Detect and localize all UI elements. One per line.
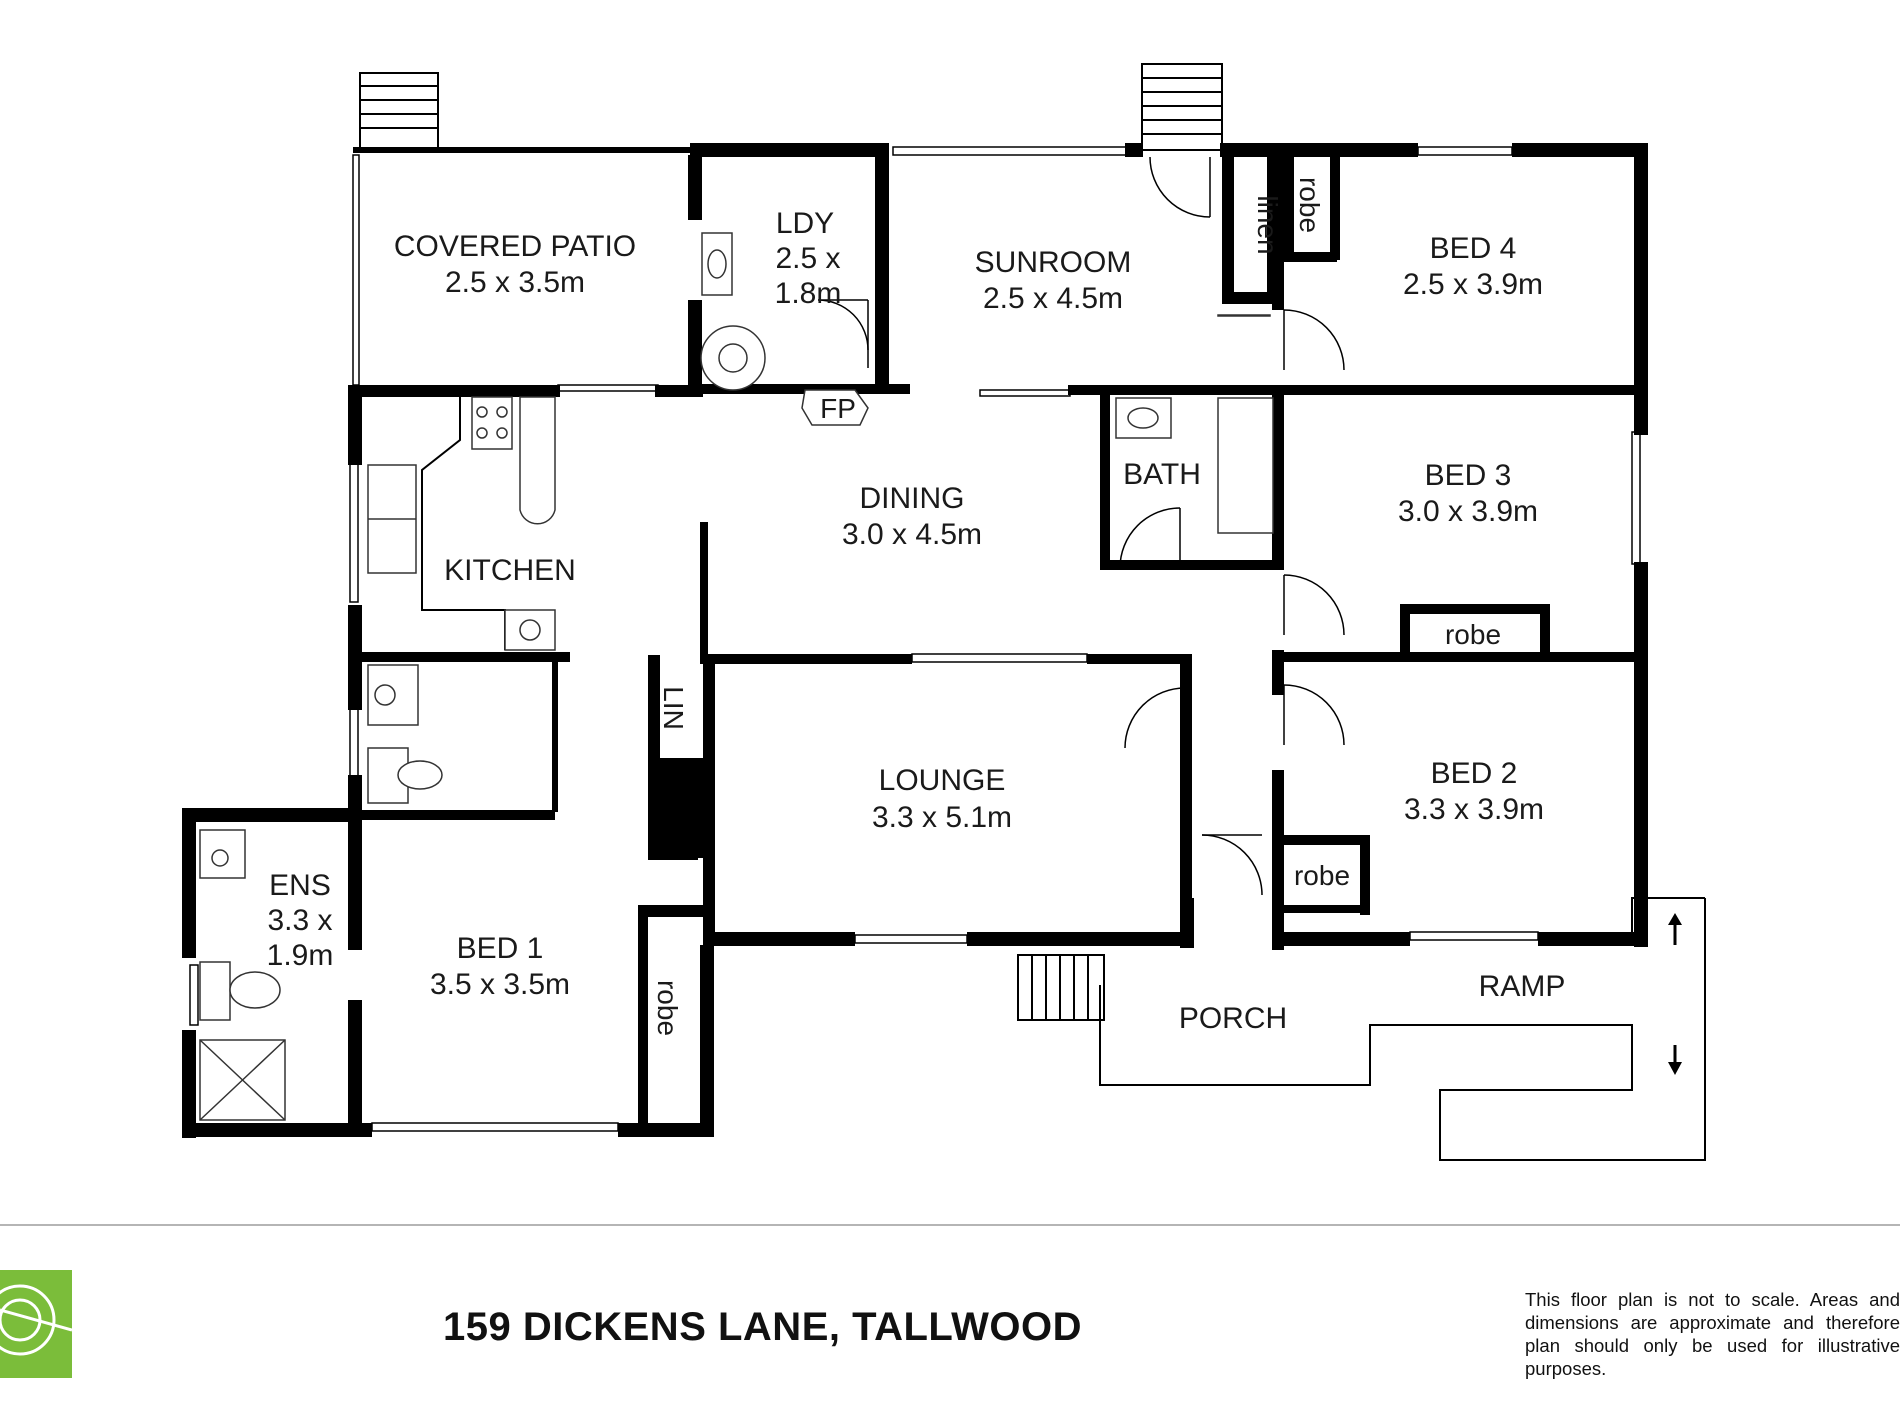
ramp-down-arrow-icon bbox=[1668, 1045, 1682, 1075]
area-ramp: RAMP bbox=[1479, 970, 1566, 1003]
stairs-patio bbox=[359, 72, 439, 151]
room-ensuite: ENS 3.3 x 1.9m bbox=[267, 869, 334, 972]
room-bed4: BED 4 2.5 x 3.9m bbox=[1403, 232, 1543, 301]
property-address: 159 DICKENS LANE, TALLWOOD bbox=[443, 1305, 1082, 1349]
room-bed3: BED 3 3.0 x 3.9m bbox=[1398, 459, 1538, 528]
doors bbox=[817, 156, 1345, 896]
room-name: RAMP bbox=[1479, 970, 1566, 1003]
ramp-up-arrow-icon bbox=[1668, 913, 1682, 945]
room-name: ENS bbox=[269, 869, 331, 902]
room-name: BED 2 bbox=[1431, 757, 1518, 790]
room-laundry: LDY 2.5 x 1.8m bbox=[775, 207, 842, 310]
room-name: LDY bbox=[776, 207, 834, 240]
room-kitchen: KITCHEN bbox=[444, 554, 576, 587]
room-dining: DINING 3.0 x 4.5m bbox=[842, 482, 982, 551]
disclaimer-text: This floor plan is not to scale. Areas a… bbox=[1525, 1289, 1900, 1379]
area-porch: PORCH bbox=[1179, 1002, 1287, 1035]
room-dims: 3.3 x 3.9m bbox=[1404, 793, 1544, 826]
robe-bed1-label: robe bbox=[652, 980, 683, 1036]
footer-divider bbox=[0, 1224, 1900, 1226]
room-name: DINING bbox=[860, 482, 965, 515]
room-dims: 1.9m bbox=[267, 939, 334, 972]
room-dims: 3.3 x bbox=[267, 904, 332, 937]
room-name: BED 4 bbox=[1430, 232, 1517, 265]
robe-bed4-label: robe bbox=[1294, 177, 1325, 233]
room-bed1: BED 1 3.5 x 3.5m bbox=[430, 932, 570, 1001]
room-lounge: LOUNGE 3.3 x 5.1m bbox=[872, 764, 1012, 834]
room-dims: 2.5 x 3.9m bbox=[1403, 268, 1543, 301]
room-dims: 2.5 x 4.5m bbox=[983, 282, 1123, 315]
stairs-porch bbox=[1017, 954, 1105, 1021]
room-covered-patio: COVERED PATIO 2.5 x 3.5m bbox=[394, 230, 636, 299]
porch-outline bbox=[1099, 897, 1706, 1161]
lin-label: LIN bbox=[658, 686, 689, 730]
room-name: KITCHEN bbox=[444, 554, 576, 587]
room-dims: 3.0 x 4.5m bbox=[842, 518, 982, 551]
room-dims: 2.5 x bbox=[775, 242, 840, 275]
room-dims: 1.8m bbox=[775, 277, 842, 310]
room-name: BED 1 bbox=[457, 932, 544, 965]
fixtures bbox=[199, 232, 1274, 1121]
room-dims: 3.3 x 5.1m bbox=[872, 801, 1012, 834]
room-name: BATH bbox=[1123, 458, 1201, 491]
agency-logo-icon bbox=[0, 1270, 72, 1378]
linen-label: linen bbox=[1252, 195, 1283, 254]
robe-bed3-label: robe bbox=[1445, 619, 1501, 650]
room-dims: 3.5 x 3.5m bbox=[430, 968, 570, 1001]
room-name: BED 3 bbox=[1425, 459, 1512, 492]
walls bbox=[182, 143, 1648, 1138]
room-bed2: BED 2 3.3 x 3.9m bbox=[1404, 757, 1544, 826]
room-name: SUNROOM bbox=[975, 246, 1132, 279]
room-name: COVERED PATIO bbox=[394, 230, 636, 263]
room-bath: BATH bbox=[1123, 458, 1201, 491]
fireplace-label: FP bbox=[820, 393, 856, 424]
room-name: LOUNGE bbox=[879, 764, 1006, 797]
room-name: PORCH bbox=[1179, 1002, 1287, 1035]
room-dims: 2.5 x 3.5m bbox=[445, 266, 585, 299]
room-dims: 3.0 x 3.9m bbox=[1398, 495, 1538, 528]
room-sunroom: SUNROOM 2.5 x 4.5m bbox=[975, 246, 1132, 315]
stairs-sunroom bbox=[1141, 63, 1223, 151]
floor-plan: COVERED PATIO 2.5 x 3.5m LDY 2.5 x 1.8m … bbox=[182, 63, 1706, 1161]
robe-bed2-label: robe bbox=[1294, 860, 1350, 891]
